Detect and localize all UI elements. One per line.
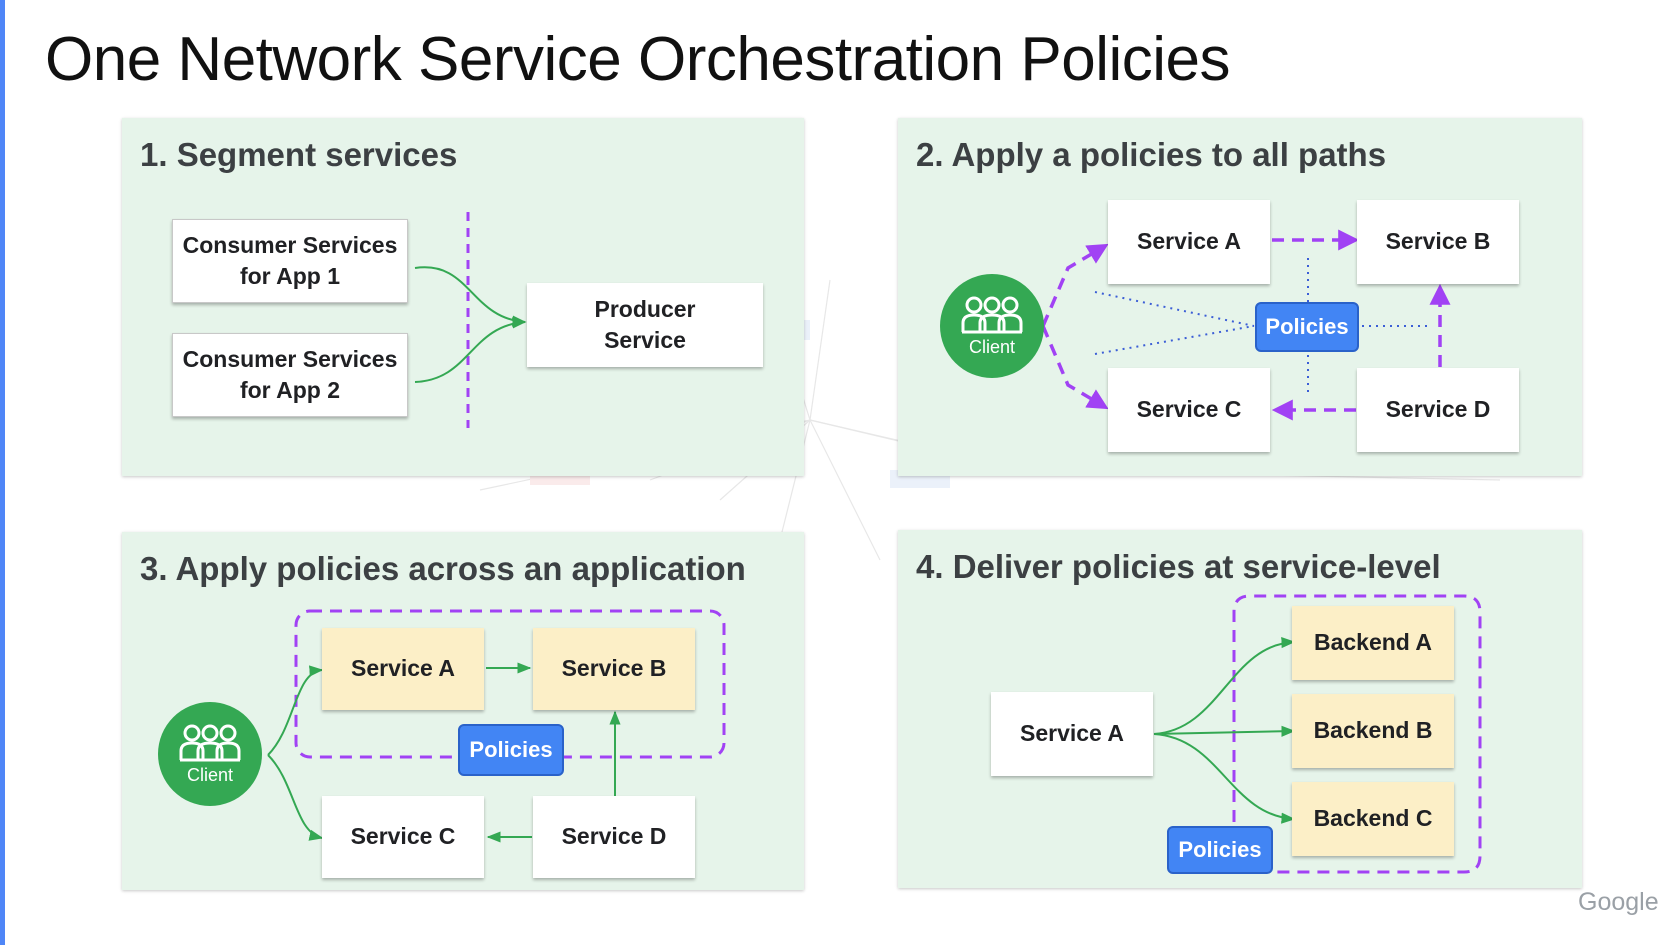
p2-service-b-box: Service B — [1357, 200, 1519, 284]
users-icon — [179, 724, 241, 761]
accent-bar — [0, 0, 5, 945]
panel4-title: 4. Deliver policies at service-level — [916, 548, 1441, 585]
panel1-title: 1. Segment services — [140, 136, 458, 173]
page-title: One Network Service Orchestration Polici… — [45, 25, 1231, 94]
backend-b-box: Backend B — [1292, 694, 1454, 768]
backend-a-box: Backend A — [1292, 606, 1454, 680]
p3-policies-badge: Policies — [458, 724, 564, 776]
p2-policies-badge: Policies — [1255, 302, 1359, 352]
client-label: Client — [186, 764, 234, 785]
p2-service-d-box: Service D — [1357, 368, 1519, 452]
consumer-services-app1-box: Consumer Services for App 1 — [172, 219, 413, 308]
p3-service-d-box: Service D — [533, 796, 695, 878]
panel3-title: 3. Apply policies across an application — [140, 550, 746, 587]
panel2-title: 2. Apply a policies to all paths — [916, 136, 1387, 173]
p2-service-a-box: Service A — [1108, 200, 1270, 284]
google-logo: Google — [1578, 888, 1659, 916]
p3-service-b-box: Service B — [533, 628, 695, 710]
producer-service-box: Producer Service — [527, 283, 763, 367]
client-node-panel2: Client — [940, 274, 1044, 378]
backend-c-box: Backend C — [1292, 782, 1454, 856]
users-icon — [961, 296, 1023, 333]
consumer-services-app2-box: Consumer Services for App 2 — [172, 333, 413, 422]
client-node-panel3: Client — [158, 702, 262, 806]
p2-service-c-box: Service C — [1108, 368, 1270, 452]
p3-service-c-box: Service C — [322, 796, 484, 878]
client-label: Client — [968, 336, 1016, 357]
p4-service-a-box: Service A — [991, 692, 1153, 776]
p3-service-a-box: Service A — [322, 628, 484, 710]
p4-policies-badge: Policies — [1167, 826, 1273, 874]
